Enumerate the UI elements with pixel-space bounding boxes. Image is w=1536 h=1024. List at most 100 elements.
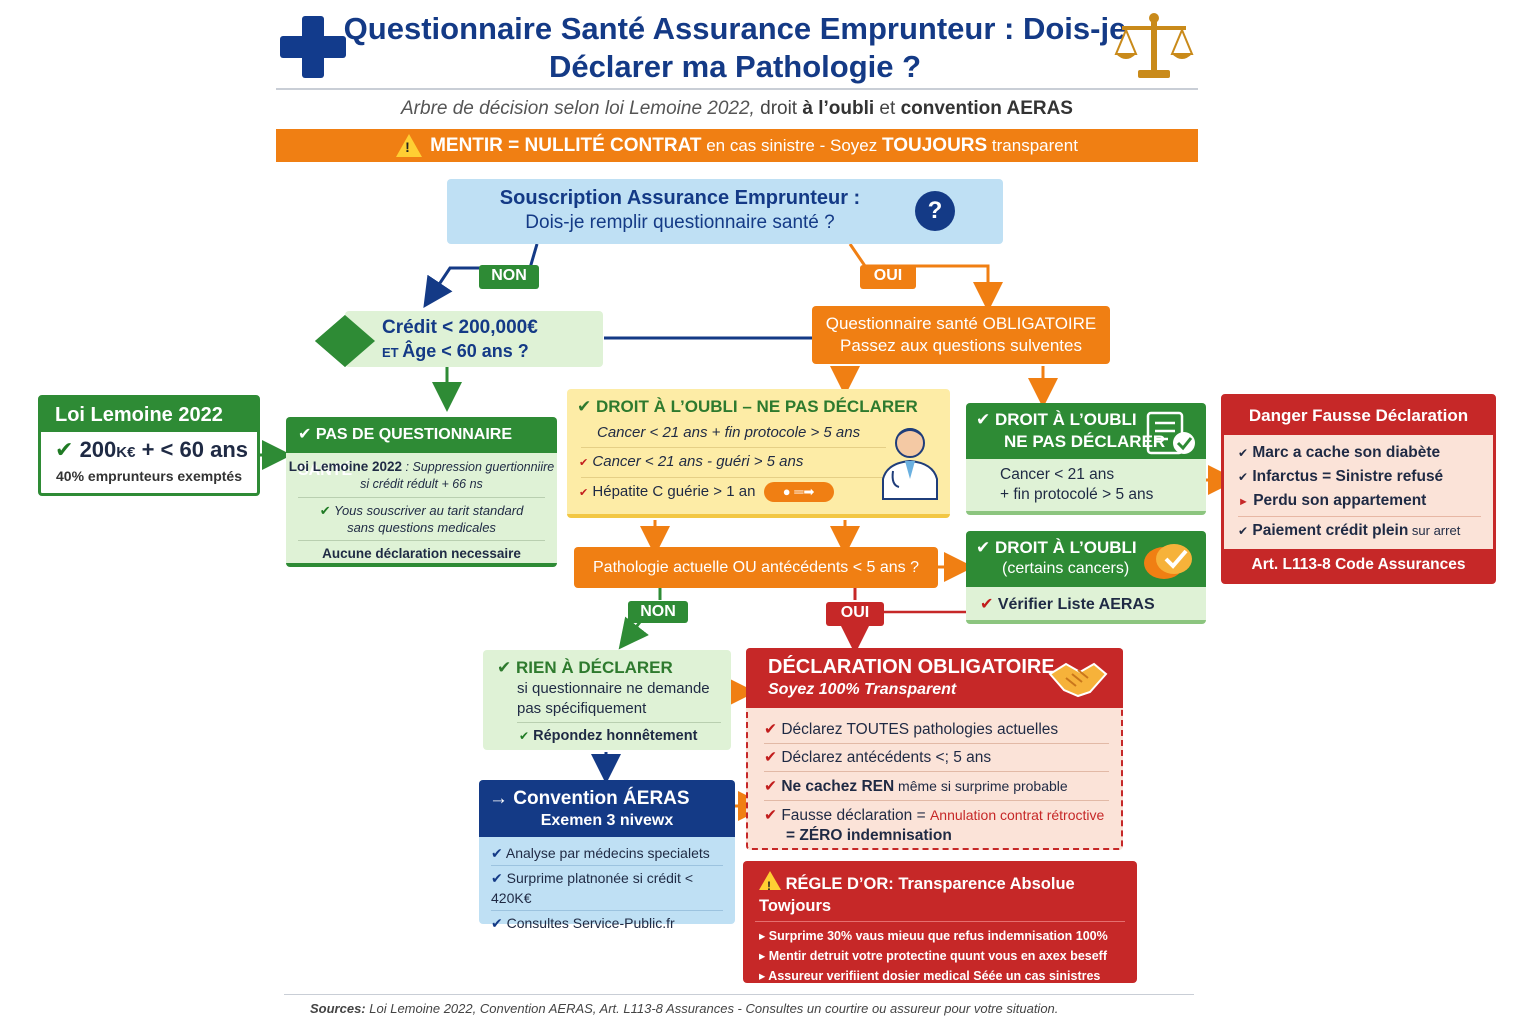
label-oui-top: OUI bbox=[860, 265, 916, 289]
check-icon: ✔ bbox=[764, 721, 777, 738]
subtitle-bold-2: convention AERAS bbox=[900, 98, 1073, 119]
warning-bold: MENTIR = NULLITÉ CONTRAT bbox=[430, 134, 702, 156]
check-icon: ✔ bbox=[491, 845, 503, 861]
cancers-check: Vérifier Liste AERAS bbox=[997, 596, 1155, 613]
warning-icon: ! bbox=[396, 134, 423, 157]
regle-item-2: Mentir detruit votre protectine quunt vo… bbox=[768, 949, 1108, 963]
title-line-2: Déclarer ma Pathologie ? bbox=[548, 49, 922, 84]
label-oui-mid: OUI bbox=[826, 602, 884, 626]
questionnaire-obligatoire: Questionnaire santé OBLIGATOIRE Passez a… bbox=[812, 306, 1110, 364]
handshake-icon bbox=[1048, 662, 1108, 698]
regle-item-1: Surprime 30% vaus mieuu que refus indemn… bbox=[768, 929, 1108, 943]
lemoine-sub: 40% emprunteurs exemptés bbox=[56, 468, 242, 484]
check-icon: ✔ bbox=[976, 538, 991, 557]
credit-line-2: Âge < 60 ans ? bbox=[402, 341, 529, 361]
danger-item-3: Perdu son appartement bbox=[1253, 492, 1427, 509]
pas-footer: Aucune déclaration necessaire bbox=[322, 546, 521, 561]
check-icon: ✔ bbox=[519, 729, 530, 743]
pas-line-1-bold: Loi Lemoine 2022 bbox=[288, 459, 403, 474]
cancers-title-1: DROIT À L’OUBLI bbox=[994, 538, 1137, 557]
droit-oubli-green-box: ✔ DROIT À L’OUBLI NE PAS DÉCLARER Cancer… bbox=[966, 403, 1206, 515]
warning-bold-2: TOUJOURS bbox=[881, 134, 988, 156]
regle-item-4: Fausse declaration intentiomelle - Comru… bbox=[768, 989, 1110, 1003]
checklist-icon bbox=[1146, 411, 1195, 455]
pas-line-2: si crédit rédult + 66 ns bbox=[360, 477, 483, 491]
danger-footer: Art. L113-8 Code Assurances bbox=[1224, 549, 1493, 581]
danger-box: Danger Fausse Déclaration ✔ Marc a cache… bbox=[1221, 394, 1496, 584]
sources-label: Sources: bbox=[310, 1001, 366, 1016]
credit-decision bbox=[345, 311, 603, 367]
droit-yellow-title: DROIT À L’OUBLI – NE PAS DÉCLARER bbox=[595, 397, 918, 416]
pathologie-decision: Pathologie actuelle OU antécédents < 5 a… bbox=[574, 547, 938, 588]
sources-text: Loi Lemoine 2022, Convention AERAS, Art.… bbox=[365, 1001, 1059, 1016]
aeras-title: → Convention ÁERAS bbox=[489, 788, 690, 809]
declaration-item-4-c: = ZÉRO indemnisation bbox=[786, 827, 952, 844]
check-icon: ✔ bbox=[491, 915, 503, 931]
aeras-subtitle: Exemen 3 nivewx bbox=[540, 812, 674, 829]
pas-line-1-rest: : Suppression guertionniire bbox=[402, 460, 555, 474]
droit-green-title-2: NE PAS DÉCLARER bbox=[1004, 432, 1166, 451]
pas-line-4: sans questions medicales bbox=[347, 520, 496, 535]
droit-yellow-row-3: Hépatite C guérie > 1 an bbox=[592, 483, 756, 500]
check-icon: ✔ bbox=[980, 596, 994, 613]
droit-green-line-2: + fin protocolé > 5 ans bbox=[1000, 486, 1154, 503]
check-icon: ✔ bbox=[764, 807, 777, 824]
declaration-item-4-b: Annulation contrat rétroctive bbox=[929, 807, 1105, 823]
lemoine-main: ✔ 200K€ + < 60 ans bbox=[41, 432, 257, 467]
start-node: Souscription Assurance Emprunteur : Dois… bbox=[447, 179, 1003, 244]
subtitle-mid-1: droit bbox=[754, 98, 803, 119]
droit-oubli-cancers-box: ✔ DROIT À L’OUBLI (certains cancers) ✔ V… bbox=[966, 531, 1206, 624]
cancers-title-2: (certains cancers) bbox=[1002, 560, 1130, 577]
pas-questionnaire-box: ✔ PAS DE QUESTIONNAIRE SANTÉ Loi Lemoine… bbox=[286, 417, 557, 567]
start-line-1: Souscription Assurance Emprunteur : bbox=[499, 187, 861, 209]
subtitle-bold-1: à l’oubli bbox=[802, 98, 875, 119]
declaration-box: DÉCLARATION OBLIGATOIRE Soyez 100% Trans… bbox=[746, 648, 1123, 850]
doctor-icon bbox=[882, 428, 938, 500]
check-icon: ✔ bbox=[491, 870, 503, 886]
aeras-item-3: Consultes Service-Public.fr bbox=[506, 915, 675, 931]
rien-title: RIEN À DÉCLARER bbox=[515, 658, 673, 677]
rien-declarer-box: ✔ RIEN À DÉCLARER si questionnaire ne de… bbox=[483, 650, 731, 750]
warning-mid: en cas sinistre - Soyez bbox=[701, 135, 882, 155]
lemoine-main-value: 200 bbox=[79, 437, 117, 462]
label-non-top: NON bbox=[479, 265, 539, 289]
warning-end: transparent bbox=[987, 135, 1078, 155]
aeras-item-1: Analyse par médecins specialets bbox=[505, 845, 710, 861]
label-non-mid: NON bbox=[628, 601, 688, 623]
check-icon: ✔ bbox=[579, 457, 589, 469]
declaration-item-4-a: Fausse déclaration = bbox=[781, 807, 930, 824]
scales-of-justice-icon bbox=[1114, 13, 1194, 78]
lemoine-main-rest: + < 60 ans bbox=[135, 437, 248, 462]
check-icon: ✔ bbox=[1238, 446, 1249, 460]
pas-questionnaire-title: PAS DE QUESTIONNAIRE SANTÉ bbox=[298, 426, 513, 479]
shield-check-icon bbox=[1144, 544, 1192, 579]
droit-yellow-row-2: Cancer < 21 ans - guéri > 5 ans bbox=[592, 453, 804, 470]
rien-footer: Répondez honnêtement bbox=[533, 728, 698, 744]
check-icon: ✔ bbox=[764, 778, 777, 795]
declaration-title: DÉCLARATION OBLIGATOIRE bbox=[768, 656, 1055, 678]
droit-oubli-yellow-box: ✔ DROIT À L’OUBLI – NE PAS DÉCLARER Canc… bbox=[567, 389, 950, 518]
lemoine-main-small: K€ bbox=[116, 444, 136, 461]
pathologie-text: Pathologie actuelle OU antécédents < 5 a… bbox=[593, 559, 919, 576]
arrow-badge-icon: ● ═➡ bbox=[763, 482, 834, 503]
check-icon: ✔ bbox=[1238, 470, 1249, 484]
page-title: Questionnaire Santé Assurance Emprunteur… bbox=[340, 10, 1130, 86]
title-line-1: Questionnaire Santé Assurance Emprunteur… bbox=[343, 11, 1127, 46]
rien-line-1: si questionnaire ne demande bbox=[517, 680, 710, 697]
danger-title: Danger Fausse Déclaration bbox=[1224, 397, 1493, 435]
decision-diamond bbox=[315, 315, 375, 367]
check-icon: ✔ bbox=[319, 503, 331, 518]
check-icon: ✔ bbox=[976, 410, 991, 429]
pas-line-3: Yous souscriver au tarit standard bbox=[333, 503, 524, 518]
droit-green-line-1: Cancer < 21 ans bbox=[1000, 466, 1115, 483]
droit-green-title-1: DROIT À L’OUBLI bbox=[994, 410, 1137, 429]
check-icon: ✔ bbox=[55, 437, 74, 462]
check-icon: ✔ bbox=[579, 487, 589, 499]
declaration-subtitle: Soyez 100% Transparent bbox=[768, 681, 957, 698]
rien-line-2: pas spécifiquement bbox=[517, 700, 647, 717]
declaration-item-3-rest: même si surprime probable bbox=[894, 778, 1068, 794]
warning-icon: ! bbox=[759, 871, 781, 893]
medical-cross-icon bbox=[280, 16, 346, 78]
regle-item-3: Assureur verifiient dosier medical Séée … bbox=[768, 969, 1101, 983]
check-icon: ✔ bbox=[577, 397, 592, 416]
